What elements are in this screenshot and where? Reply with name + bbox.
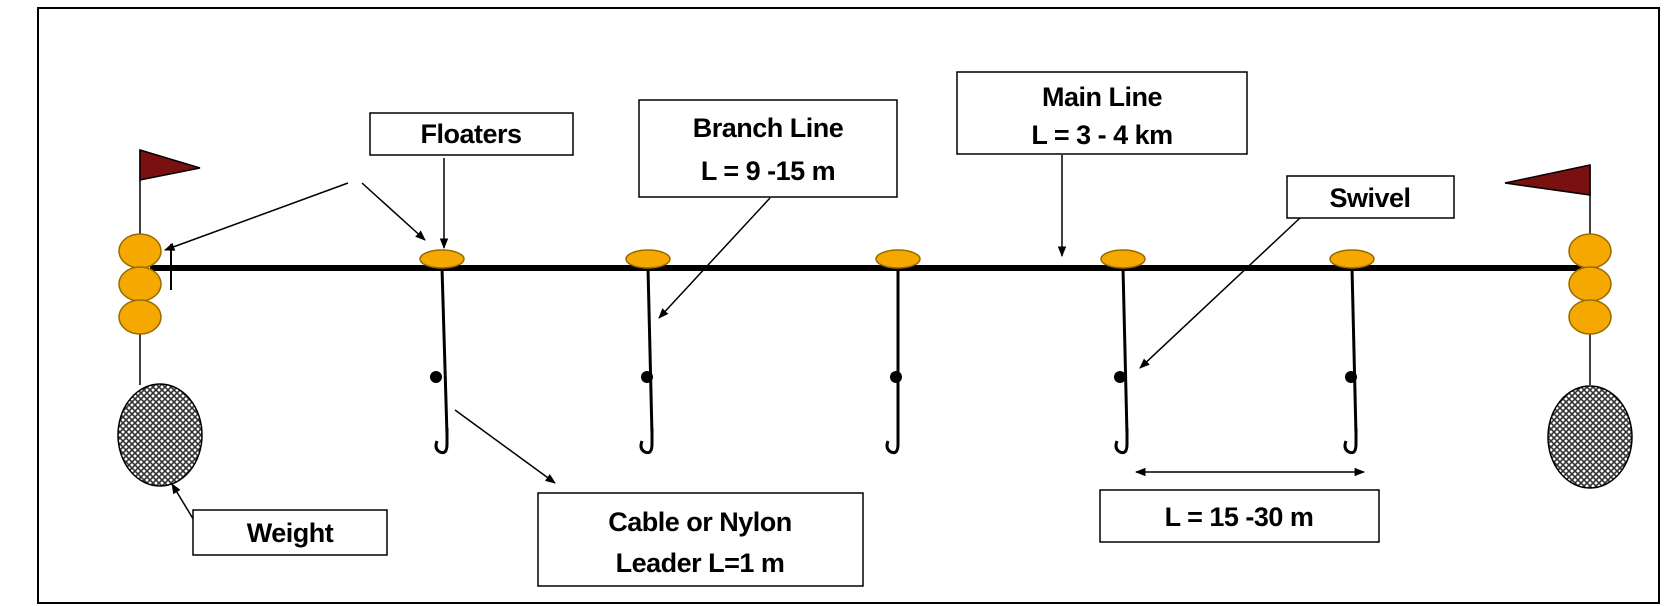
floaters-label: Floaters [420,119,521,149]
floater [1100,249,1146,269]
right-buoy-ball-3 [1568,299,1612,335]
right-weight [1547,385,1633,489]
branch-line-label-line2: L = 9 -15 m [701,156,835,186]
weight-arrow [171,483,196,523]
annotation-arrows [164,155,1366,523]
floaters-arrow-left [164,182,349,251]
leader-arrow [454,409,556,484]
branch-line-assembly-4 [1100,249,1146,455]
main-line-label-line2: L = 3 - 4 km [1031,120,1172,150]
left-buoy-ball-3 [118,299,162,335]
diagram-frame [37,7,1660,604]
hook-icon [639,428,654,455]
branch-line-label-box: Branch Line L = 9 -15 m [638,99,898,198]
swivel-label: Swivel [1329,183,1410,213]
leader-label-box: Cable or Nylon Leader L=1 m [537,492,864,587]
swivel-dot [890,371,902,383]
hook-icon [1343,428,1358,455]
main-line-label-box: Main Line L = 3 - 4 km [956,71,1248,155]
branch-line-label-line1: Branch Line [693,113,844,143]
branch-line [440,267,449,436]
right-flag [1504,164,1591,196]
left-buoy-ball-1 [118,233,162,269]
left-buoy-assembly [117,148,203,487]
floater [419,249,465,269]
leader-label-line1: Cable or Nylon [608,507,792,537]
left-flag [139,148,201,181]
floaters-label-box: Floaters [369,112,574,156]
floater [625,249,671,269]
hook-icon [434,428,449,455]
swivel-dot [430,371,442,383]
swivel-dot [1114,371,1126,383]
leader-label-line2: Leader L=1 m [616,548,785,578]
right-buoy-assembly [1504,164,1633,489]
branch-line-assembly-3 [875,249,921,455]
floater [875,249,921,269]
branch-line-assembly-2 [625,249,671,455]
left-buoy-ball-2 [118,266,162,302]
branch-line [646,267,654,436]
spacing-label-box: L = 15 -30 m [1099,489,1380,543]
branch-line-arrow [658,197,771,319]
branch-line [1121,267,1129,436]
weight-label-box: Weight [192,509,388,556]
spacing-label: L = 15 -30 m [1165,502,1314,532]
right-buoy-ball-2 [1568,266,1612,302]
right-buoy-ball-1 [1568,233,1612,269]
swivel-dot [641,371,653,383]
branch-line-assembly-5 [1329,249,1375,455]
left-weight [117,383,203,487]
branch-line [1350,267,1358,436]
swivel-arrow [1139,217,1301,369]
hook-icon [885,428,900,455]
main-line-label-line1: Main Line [1042,82,1162,112]
swivel-dot [1345,371,1357,383]
floaters-arrow-middle [361,182,426,241]
branch-line-assembly-1 [419,249,465,455]
weight-label: Weight [247,518,334,548]
floater [1329,249,1375,269]
swivel-label-box: Swivel [1286,175,1455,219]
hook-icon [1114,428,1129,455]
